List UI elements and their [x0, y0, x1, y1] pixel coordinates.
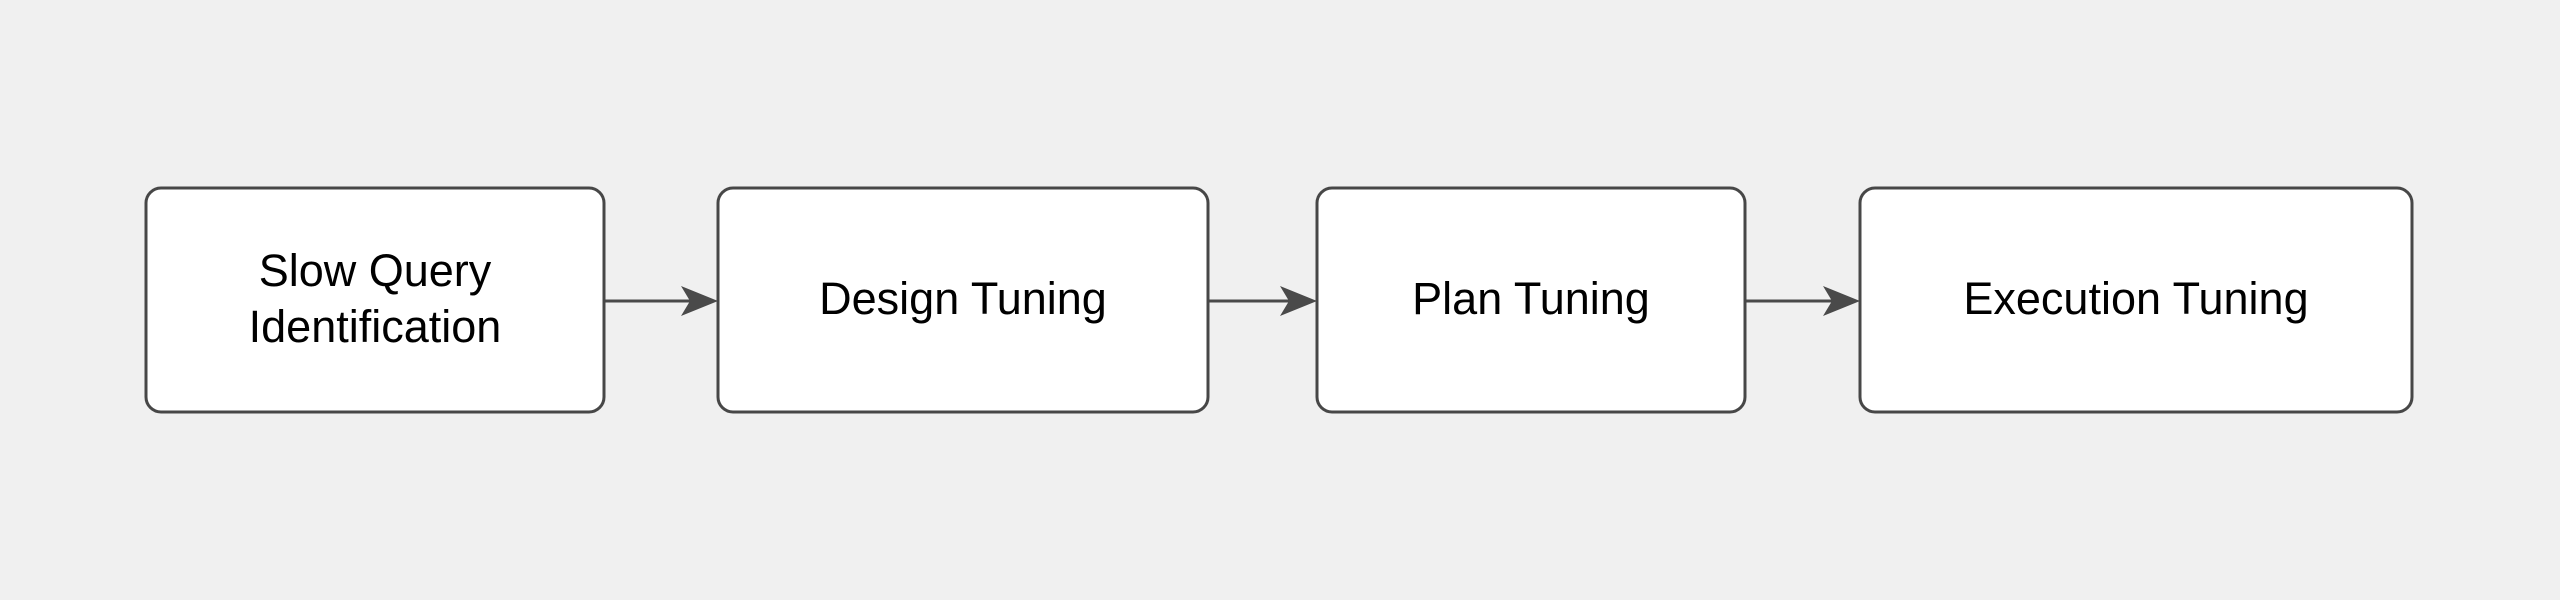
node-design-tuning-label: Design Tuning — [819, 273, 1107, 324]
node-execution-tuning-label: Execution Tuning — [1963, 273, 2308, 324]
edge-design-tuning-to-plan-tuning — [1208, 286, 1317, 316]
node-design-tuning[interactable]: Design Tuning — [716, 186, 1210, 414]
node-slow-query-identification[interactable]: Slow Query Identification — [144, 186, 606, 414]
node-execution-tuning-shape[interactable] — [1858, 186, 2414, 414]
edge-3-arrowhead-icon — [1823, 286, 1860, 316]
node-plan-tuning-shape[interactable] — [1315, 186, 1747, 414]
edge-2-arrowhead-icon — [1280, 286, 1317, 316]
node-plan-tuning-label: Plan Tuning — [1412, 273, 1650, 324]
node-design-tuning-shape[interactable] — [716, 186, 1210, 414]
node-slow-query-identification-shape[interactable] — [144, 186, 606, 414]
node-execution-tuning[interactable]: Execution Tuning — [1858, 186, 2414, 414]
edge-slow-query-to-design-tuning — [604, 286, 718, 316]
edge-1-arrowhead-icon — [681, 286, 718, 316]
node-slow-query-identification-label-line-1: Slow Query — [259, 245, 492, 296]
node-slow-query-identification-label-line-2: Identification — [249, 301, 502, 352]
edge-plan-tuning-to-execution-tuning — [1745, 286, 1860, 316]
node-plan-tuning[interactable]: Plan Tuning — [1315, 186, 1747, 414]
